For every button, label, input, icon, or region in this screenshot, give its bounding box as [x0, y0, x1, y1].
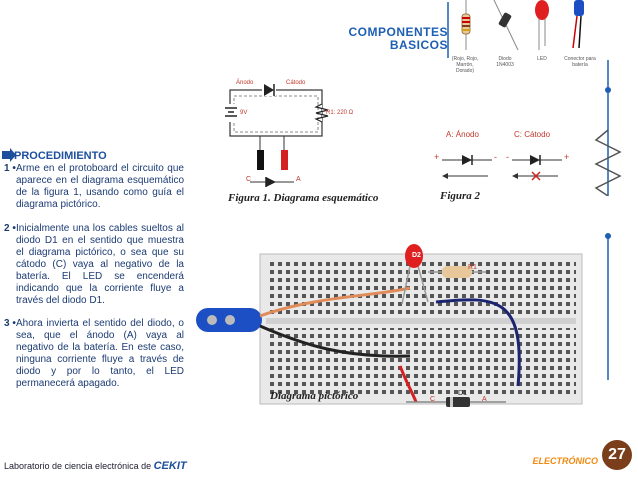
- figure2-diagram: [442, 155, 562, 181]
- pictorial-a-label: A: [482, 396, 487, 403]
- components-illustration: [447, 0, 584, 58]
- decorative-wire: [594, 60, 622, 380]
- r1-label: R1: [468, 264, 477, 271]
- diode-caption: Diodo 1N4003: [496, 56, 514, 68]
- black-wire: [259, 324, 411, 358]
- footer-text: Laboratorio de ciencia electrónica de: [4, 461, 152, 471]
- schematic-anodo-label: Ánodo: [236, 80, 254, 86]
- pictorial-c-label: C: [430, 396, 436, 403]
- components-title-line1: COMPONENTES: [348, 25, 448, 39]
- footer: Laboratorio de ciencia electrónica de CE…: [4, 460, 187, 472]
- footer-brand-logo: CEKIT: [153, 460, 187, 472]
- figure2-caption: Figura 2: [440, 190, 481, 202]
- schematic-voltage-label: 9V: [240, 110, 248, 116]
- schematic-diagram: [224, 84, 329, 187]
- black-lead: [257, 150, 264, 170]
- d2-label: D2: [412, 252, 421, 259]
- battery-caption: Conector para batería: [564, 56, 596, 68]
- procedure-title: PROCEDIMIENTO: [14, 150, 107, 162]
- step-text: Ahora invierta el sentido del diodo, o s…: [16, 318, 184, 389]
- magazine-logo: ELECTRÓNICO: [532, 456, 598, 466]
- schematic-catodo-label: Cátodo: [286, 80, 306, 86]
- diode-forward-icon: [462, 155, 472, 165]
- page-number-badge: 27: [602, 440, 632, 470]
- step-number: 1 •: [4, 163, 16, 174]
- red-lead-wire: [398, 365, 418, 403]
- battery-clip-icon: [196, 308, 262, 332]
- figure2-anodo-label: A: Ánodo: [446, 130, 479, 139]
- procedure-step-1: 1 • Arme en el protoboard el circuito qu…: [4, 163, 184, 223]
- schematic-a-label: A: [296, 176, 301, 183]
- step-number: 3 •: [4, 318, 16, 329]
- zigzag-resistor-icon: [594, 129, 622, 197]
- led-caption: LED: [537, 56, 547, 62]
- led-icon: [535, 0, 549, 50]
- breadboard-resistor-icon: [428, 266, 486, 278]
- schematic-battery-icon: [224, 104, 238, 122]
- arrow-right-icon: [2, 148, 16, 162]
- figure2-plus-right: +: [564, 152, 570, 162]
- diode-icon: [493, 0, 519, 51]
- breadboard-led-icon: [401, 244, 429, 305]
- figure1-caption: Figura 1. Diagrama esquemático: [228, 192, 379, 204]
- pictorial-diagram: [196, 244, 583, 407]
- resistor-icon: [461, 0, 471, 50]
- figure2-minus-right: -: [506, 152, 509, 162]
- procedure-step-3: 3 • Ahora invierta el sentido del diodo,…: [4, 318, 184, 398]
- procedure-step-2: 2 • Inicialmente una los cables sueltos …: [4, 223, 184, 313]
- diode-reverse-icon: [530, 155, 540, 165]
- resistor-caption: (Rojo, Rojo, Marrón, Dorado): [451, 56, 479, 74]
- step-number: 2 •: [4, 223, 16, 234]
- wire-dot-bottom: [605, 233, 611, 239]
- d1-label: D1: [458, 390, 467, 397]
- blue-wire: [435, 298, 521, 387]
- battery-connector-icon: [572, 0, 584, 49]
- pictorial-caption: Diagrama pictórico: [270, 390, 359, 402]
- step-text: Arme en el protoboard el circuito que ap…: [16, 163, 184, 210]
- schematic-led-icon: [262, 84, 276, 96]
- red-wire: [259, 286, 411, 318]
- wire-dot-top: [605, 87, 611, 93]
- figure2-plus-left: +: [434, 152, 440, 162]
- schematic-c-label: C: [246, 176, 252, 183]
- figure2-minus-left: -: [494, 152, 497, 162]
- components-heading: COMPONENTES BASICOS: [348, 26, 448, 52]
- red-lead: [281, 150, 288, 170]
- schematic-diode-icon: [266, 177, 276, 187]
- schematic-resistor-icon: [314, 103, 329, 123]
- diode-d1-icon: [446, 397, 470, 407]
- step-text: Inicialmente una los cables sueltos al d…: [16, 223, 184, 306]
- figure2-catodo-label: C: Cátodo: [514, 130, 551, 139]
- schematic-resistor-label: R1: 220 Ω: [326, 110, 354, 116]
- components-title-line2: BASICOS: [389, 38, 448, 52]
